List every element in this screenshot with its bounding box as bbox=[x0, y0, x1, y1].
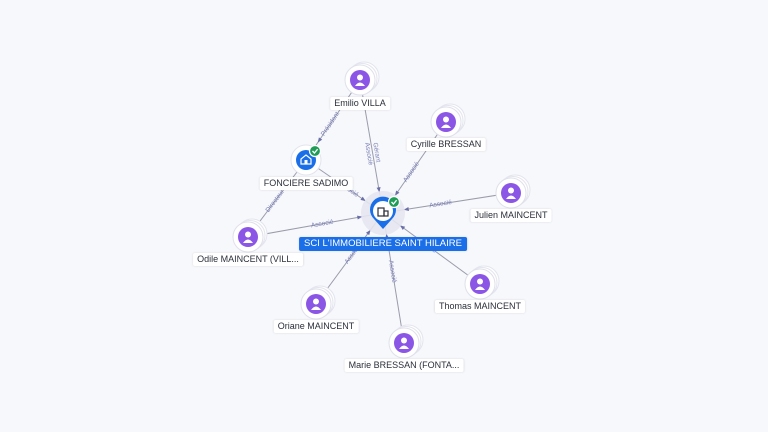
node-marie[interactable] bbox=[388, 324, 424, 359]
node-label-fonciere[interactable]: FONCIERE SADIMO bbox=[259, 177, 353, 190]
edge-label: Associé bbox=[310, 219, 334, 230]
edge-label: Associé bbox=[402, 161, 421, 184]
node-label-oriane[interactable]: Oriane MAINCENT bbox=[273, 320, 359, 333]
person-icon bbox=[238, 227, 258, 247]
person-icon bbox=[394, 333, 414, 353]
node-center[interactable] bbox=[361, 191, 405, 235]
node-label-thomas[interactable]: Thomas MAINCENT bbox=[434, 300, 526, 313]
node-julien[interactable] bbox=[495, 174, 531, 209]
node-label-odile[interactable]: Odile MAINCENT (VILL... bbox=[193, 253, 303, 266]
person-icon bbox=[350, 70, 370, 90]
node-oriane[interactable] bbox=[300, 285, 336, 320]
node-thomas[interactable] bbox=[464, 265, 500, 300]
edge-arrow bbox=[360, 196, 366, 202]
person-icon bbox=[306, 294, 326, 314]
edge-label: Associé bbox=[429, 199, 453, 209]
edge-arrow bbox=[376, 187, 381, 193]
edge-label: Associé bbox=[387, 260, 398, 284]
node-cyrille[interactable] bbox=[430, 103, 466, 138]
building-icon bbox=[377, 207, 389, 217]
edge-label: Gérant bbox=[371, 142, 381, 163]
edge-arrow bbox=[365, 229, 371, 236]
node-odile[interactable] bbox=[232, 218, 268, 253]
verified-check-icon bbox=[308, 144, 322, 158]
person-icon bbox=[436, 112, 456, 132]
edge-label: Associé bbox=[363, 142, 374, 166]
edge-arrow bbox=[403, 207, 409, 211]
node-label-marie[interactable]: Marie BRESSAN (FONTA... bbox=[344, 359, 464, 372]
edge-odile-center: Associé bbox=[247, 212, 384, 238]
node-emilio[interactable] bbox=[344, 61, 380, 96]
edge-arrow bbox=[357, 215, 363, 220]
node-label-cyrille[interactable]: Cyrille BRESSAN bbox=[406, 138, 486, 151]
verified-check-icon bbox=[387, 195, 401, 209]
center-label[interactable]: SCI L'IMMOBILIERE SAINT HILAIRE bbox=[299, 237, 467, 251]
edge-arrow bbox=[317, 137, 323, 143]
edge-label: Président bbox=[320, 111, 341, 138]
nodes-layer bbox=[232, 61, 531, 359]
edge-arrow bbox=[394, 190, 400, 196]
node-label-emilio[interactable]: Emilio VILLA bbox=[330, 97, 390, 110]
node-fonciere[interactable] bbox=[290, 144, 322, 176]
person-icon bbox=[470, 274, 490, 294]
node-label-julien[interactable]: Julien MAINCENT bbox=[470, 209, 552, 222]
person-icon bbox=[501, 183, 521, 203]
edge-arrow bbox=[399, 225, 406, 230]
